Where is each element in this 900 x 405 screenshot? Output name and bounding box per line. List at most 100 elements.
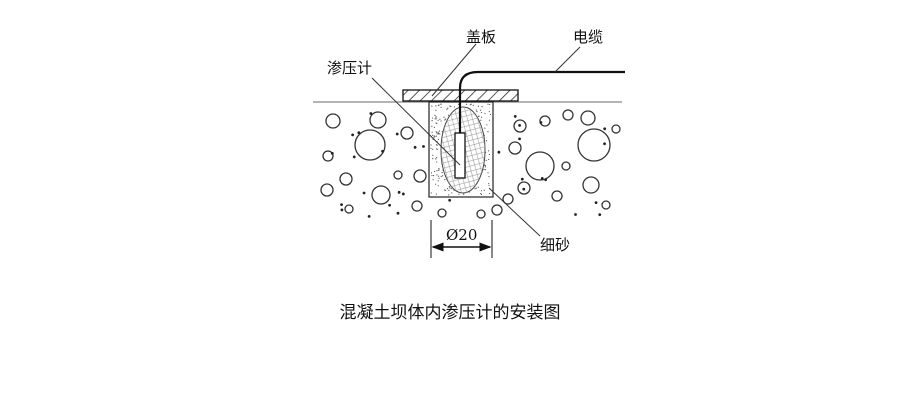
aggregate-dot [520, 177, 524, 181]
aggregate-dot [388, 203, 391, 207]
sand-grain [480, 111, 483, 114]
aggregate-dot [518, 137, 521, 141]
aggregate-dot [422, 145, 425, 148]
aggregate-dot [381, 149, 384, 153]
aggregate-dot [396, 211, 400, 215]
sand-grain [484, 166, 486, 168]
aggregate-stone [322, 150, 334, 162]
label-cover-plate: 盖板 [466, 28, 496, 46]
aggregate-dot [522, 187, 526, 191]
aggregate-dot [330, 151, 334, 155]
sand-grain [477, 105, 480, 107]
aggregate-stone [437, 208, 447, 218]
sand-grain [440, 175, 442, 178]
sand-grain [488, 182, 490, 185]
sand-grain [453, 106, 456, 108]
sand-grain [487, 103, 489, 105]
sand-grain [437, 185, 439, 187]
sand-grain [430, 144, 432, 146]
aggregate-stone [476, 209, 486, 219]
sand-grain [433, 135, 435, 137]
sand-grain [476, 111, 478, 113]
sand-grain [447, 114, 450, 116]
sand-grain [434, 118, 436, 120]
aggregate-stone [491, 204, 503, 216]
sand-grain [477, 186, 479, 188]
aggregate-stone [354, 129, 386, 161]
sand-grain [431, 131, 433, 133]
sand-grain [447, 107, 449, 109]
sand-grain [448, 194, 450, 196]
sand-grain [488, 158, 490, 161]
aggregate-dot [413, 145, 417, 149]
concrete-aggregate [320, 109, 621, 219]
aggregate-dot [603, 127, 607, 131]
sand-grain [487, 172, 489, 174]
aggregate-stone [369, 111, 387, 129]
sand-grain [430, 172, 433, 174]
aggregate-dot [539, 121, 543, 124]
sand-grain [486, 124, 488, 126]
sand-grain [475, 187, 477, 189]
aggregate-stone [508, 141, 522, 155]
sand-grain [481, 106, 483, 108]
sand-grain [431, 120, 433, 122]
sand-grain [438, 169, 440, 171]
sand-grain [436, 169, 438, 172]
sand-grain [480, 193, 483, 196]
sand-grain [484, 112, 486, 115]
aggregate-stone [393, 170, 403, 180]
sand-grain [485, 159, 487, 161]
sand-grain [443, 116, 445, 118]
sand-grain [437, 119, 439, 121]
aggregate-stone [601, 200, 611, 210]
aggregate-dot [397, 190, 401, 194]
sand-grain [430, 147, 432, 149]
sand-grain [450, 105, 452, 108]
sand-grain [480, 119, 482, 121]
label-diameter: Ø20 [446, 226, 477, 244]
sand-grain [435, 158, 437, 160]
sand-grain [465, 103, 468, 105]
aggregate-dot [351, 133, 355, 137]
aggregate-dot [340, 203, 343, 207]
sand-grain [436, 157, 438, 159]
sand-grain [436, 132, 438, 134]
sand-grain [430, 192, 432, 194]
piezometer-leader [371, 77, 461, 166]
sand-grain [431, 134, 434, 136]
sand-grain [441, 172, 443, 174]
sand-grain [437, 131, 439, 133]
sand-grain [444, 178, 446, 181]
sand-grain [457, 103, 460, 105]
aggregate-dot [574, 213, 577, 216]
aggregate-stone [320, 183, 334, 197]
sand-grain [488, 119, 491, 121]
sand-grain [438, 167, 440, 170]
sand-grain [442, 175, 444, 177]
sand-grain [475, 109, 478, 111]
sand-grain [470, 103, 472, 105]
sand-grain [440, 106, 442, 109]
sand-grain [435, 144, 438, 146]
sand-grain [433, 136, 435, 139]
cable-leader [554, 46, 581, 73]
aggregate-dot [401, 192, 405, 196]
aggregate-dot [352, 155, 356, 159]
aggregate-stone [400, 126, 414, 140]
sand-grain [479, 109, 482, 111]
sand-grain [435, 131, 437, 133]
sand-grain [437, 104, 440, 106]
sand-grain [431, 174, 433, 177]
sand-grain [444, 119, 446, 121]
sand-grain [483, 189, 485, 191]
sand-grain [487, 150, 490, 152]
aggregate-stone [344, 204, 354, 214]
sand-grain [463, 193, 465, 195]
sand-grain [440, 120, 442, 122]
aggregate-stone [562, 109, 574, 121]
sand-grain [480, 192, 482, 195]
aggregate-stone [513, 119, 527, 133]
aggregate-dot [340, 208, 344, 212]
